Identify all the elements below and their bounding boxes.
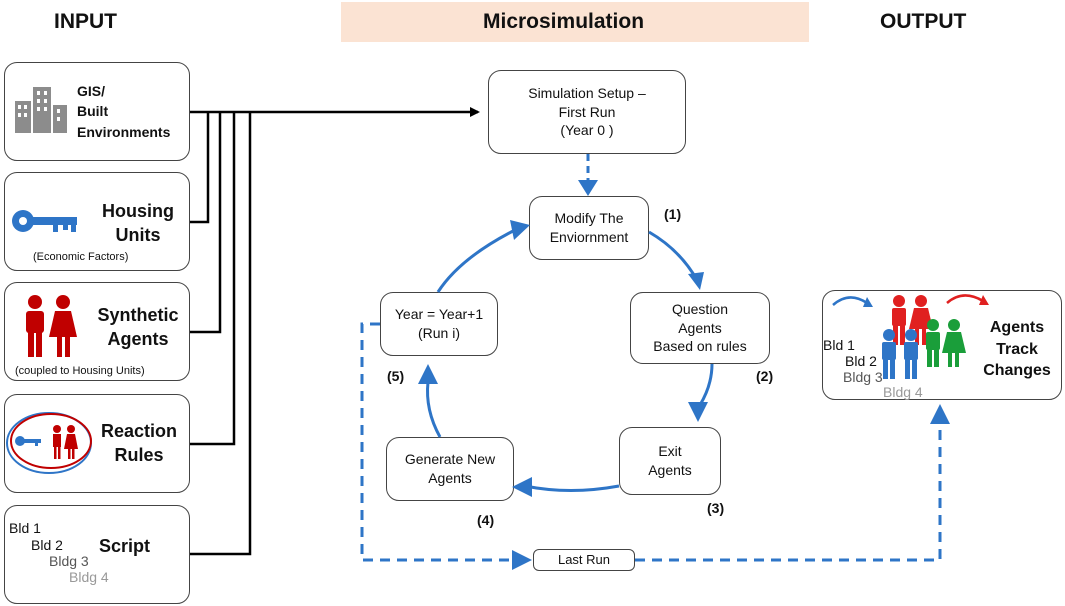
step-5-label: (5)	[387, 368, 405, 384]
modify-environment-box: Modify The Enviornment	[529, 196, 649, 260]
step-1-label: (1)	[664, 206, 682, 222]
connector-script	[190, 112, 252, 556]
gis-label-line2: Built	[77, 103, 109, 120]
exit-agents-box: Exit Agents	[619, 427, 721, 495]
output-bld-1: Bld 1	[823, 337, 855, 353]
step-2-label: (2)	[756, 368, 774, 384]
cycle-arc-1	[648, 230, 699, 281]
setup-line2: First Run	[558, 103, 616, 120]
cycle-arc-4	[426, 381, 442, 438]
output-box: Bld 1 Bld 2 Bldg 3 Bldg 4 Agents Track C…	[822, 290, 1062, 400]
last-run-path-right	[635, 426, 942, 562]
output-header: OUTPUT	[880, 10, 967, 33]
input-gis-box: GIS/ Built Environments	[4, 62, 190, 161]
step-4-label: (4)	[477, 512, 495, 528]
rules-icon	[6, 412, 92, 474]
year-increment-box: Year = Year+1 (Run i)	[380, 292, 498, 356]
output-people-icon	[832, 294, 989, 379]
gis-label-line3: Environments	[77, 123, 171, 140]
setup-line3: (Year 0 )	[560, 122, 614, 139]
cycle-arc-2	[698, 363, 714, 406]
last-run-label: Last Run	[557, 552, 611, 568]
microsimulation-header: Microsimulation	[483, 10, 645, 33]
output-bld-3: Bldg 3	[843, 369, 883, 385]
last-run-box: Last Run	[533, 549, 635, 571]
gis-label-line1: GIS/	[77, 83, 106, 99]
connector-agents	[190, 112, 222, 334]
generate-agents-box: Generate New Agents	[386, 437, 514, 501]
script-label: Script	[99, 536, 151, 556]
output-title-line2: Track	[996, 340, 1038, 358]
housing-note: (Economic Factors)	[33, 251, 129, 263]
microsimulation-header-band	[341, 2, 809, 42]
input-housing-box: Housing Units (Economic Factors)	[4, 172, 190, 271]
last-run-path-left	[360, 322, 512, 562]
buildings-icon	[15, 87, 67, 133]
script-bld-3: Bldg 3	[49, 553, 89, 569]
input-header: INPUT	[54, 10, 117, 33]
step-3-label: (3)	[707, 500, 725, 516]
setup-line1: Simulation Setup –	[528, 84, 646, 101]
year-line1: Year = Year+1	[394, 306, 484, 323]
connector-housing	[190, 112, 210, 224]
agents-note: (coupled to Housing Units)	[15, 365, 145, 377]
question-line2: Agents	[678, 319, 722, 336]
agents-label-line1: Synthetic	[97, 305, 179, 325]
people-icon	[26, 295, 77, 357]
modify-line1: Modify The	[554, 210, 624, 227]
cycle-arc-3	[524, 484, 620, 492]
housing-label-line2: Units	[115, 225, 161, 246]
cycle-arc-5	[436, 228, 516, 293]
input-script-box: Bld 1 Bld 2 Bldg 3 Bldg 4 Script	[4, 505, 190, 604]
input-agents-box: Synthetic Agents (coupled to Housing Uni…	[4, 282, 190, 381]
script-bld-1: Bld 1	[9, 520, 41, 536]
connector-rules	[190, 112, 236, 446]
question-line3: Based on rules	[653, 338, 747, 355]
generate-line1: Generate New	[404, 451, 496, 468]
output-bld-4: Bldg 4	[883, 384, 923, 400]
year-line2: (Run i)	[417, 325, 460, 341]
question-line1: Question	[671, 300, 729, 317]
modify-line2: Enviornment	[549, 229, 629, 245]
output-title-line1: Agents	[989, 319, 1045, 336]
output-title-line3: Changes	[983, 362, 1051, 380]
generate-line2: Agents	[428, 470, 472, 486]
rules-label-line1: Reaction	[100, 421, 178, 441]
script-bld-2: Bld 2	[31, 537, 63, 553]
agents-label-line2: Agents	[107, 329, 169, 350]
input-rules-box: Reaction Rules	[4, 394, 190, 493]
simulation-setup-box: Simulation Setup – First Run (Year 0 )	[488, 70, 686, 154]
housing-label-line1: Housing	[102, 201, 174, 221]
rules-label-line2: Rules	[114, 445, 164, 466]
question-agents-box: Question Agents Based on rules	[630, 292, 770, 364]
key-icon	[12, 210, 77, 232]
output-bld-2: Bld 2	[845, 353, 877, 369]
exit-line1: Exit	[658, 443, 682, 460]
exit-line2: Agents	[648, 462, 692, 478]
script-bld-4: Bldg 4	[69, 569, 109, 585]
